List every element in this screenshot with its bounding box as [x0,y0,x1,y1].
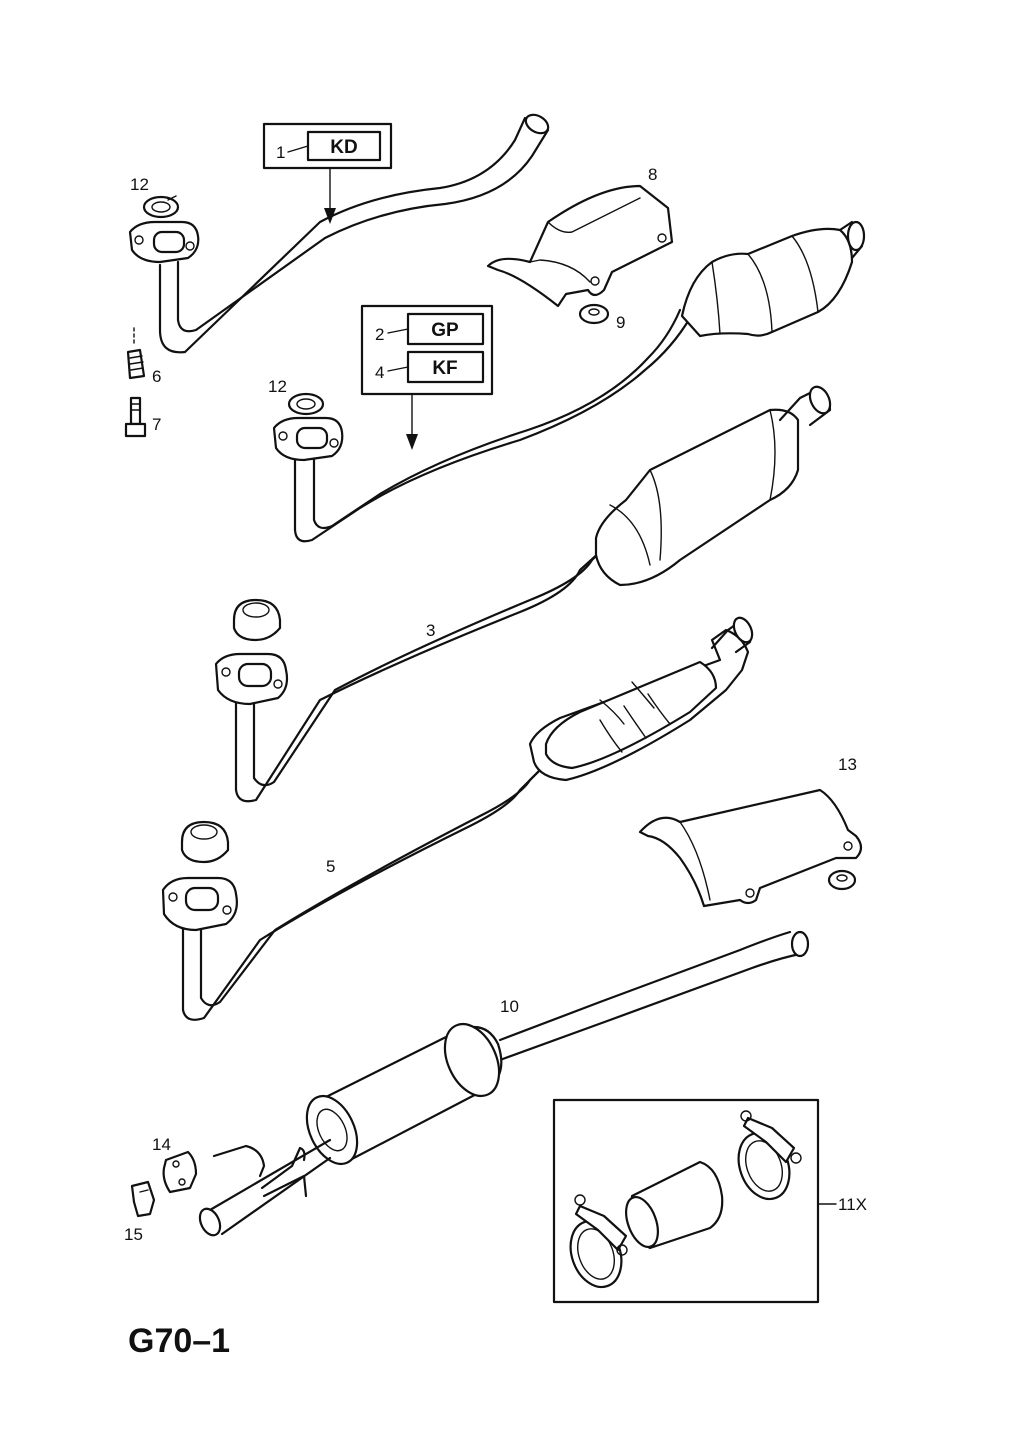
clip-15: 15 [124,1180,156,1244]
label-9: 9 [616,313,625,332]
label-10: 10 [500,997,519,1016]
label-3: 3 [426,621,435,640]
gasket-3 [232,598,282,642]
bolt-7 [124,396,147,438]
label-12-middle: 12 [268,377,287,396]
gasket-12-top [142,195,180,219]
label-2: 2 [375,325,384,344]
heat-shield-8 [486,184,674,308]
downpipe-3: 3 [214,385,832,803]
label-7: 7 [152,415,161,434]
gasket-5 [180,820,230,864]
label-4: 4 [375,363,384,382]
label-14: 14 [152,1135,171,1154]
code-gp: GP [431,320,459,341]
nut-9 [578,303,610,325]
callout-kd: KD 1 [262,122,393,224]
label-8: 8 [648,165,657,184]
label-13: 13 [838,755,857,774]
label-15: 15 [124,1225,143,1244]
label-6: 6 [152,367,161,386]
rubber-hanger-14: 14 [152,1135,198,1194]
label-1: 1 [276,143,285,162]
heat-shield-13: 13 [638,755,863,908]
stud-6 [126,327,146,380]
label-5: 5 [326,857,335,876]
label-11x: 11X [838,1195,867,1214]
repair-kit-11x: 11X [552,1098,867,1304]
sheet-id: G70–1 [128,1322,230,1360]
gasket-12-middle [287,392,325,416]
callout-gp-kf: GP KF 2 4 [360,304,494,450]
rear-silencer-10: 10 [198,930,810,1237]
front-pipe-kd [128,113,550,354]
nut-13 [827,869,857,891]
front-pipe-gp-kf [272,220,866,543]
code-kf: KF [432,358,457,379]
label-12-top: 12 [130,175,149,194]
downpipe-5: 5 [161,616,754,1021]
code-kd: KD [330,137,357,158]
